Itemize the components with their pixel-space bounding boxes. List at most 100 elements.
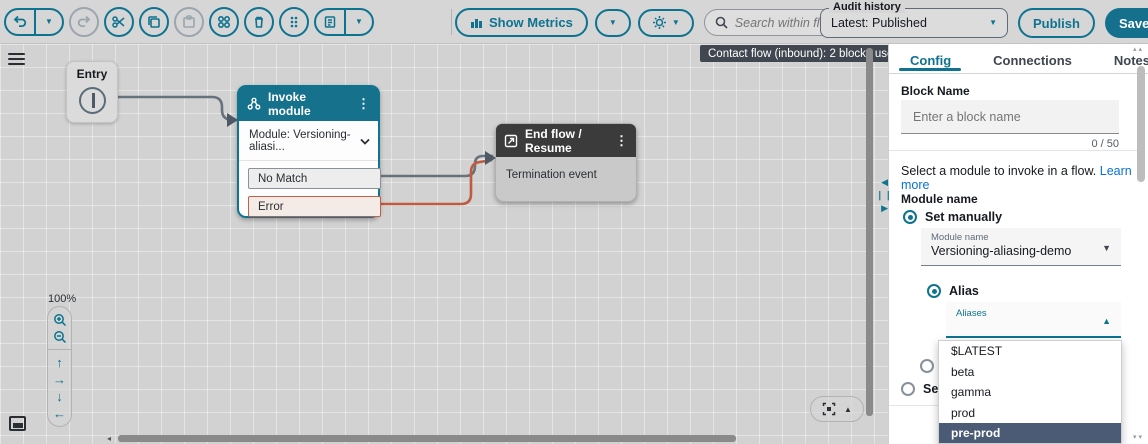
arrow-right-icon: → xyxy=(53,372,66,387)
audit-history-dropdown[interactable]: Audit history Latest: Published ▼ xyxy=(820,1,1008,38)
alias-option-latest[interactable]: $LATEST xyxy=(951,344,1003,359)
pan-right-button[interactable]: → xyxy=(49,372,70,387)
chevron-down-icon: ▼ xyxy=(355,17,363,26)
module-name-select[interactable]: Module name Versioning-aliasing-demo ▼ xyxy=(921,228,1121,266)
save-split-button: Save ▼ xyxy=(1104,8,1148,38)
branch-no-match[interactable]: No Match xyxy=(248,168,381,189)
invoke-module-block[interactable]: Invoke module ⋮ Module: Versioning-alias… xyxy=(237,85,381,218)
paste-button[interactable] xyxy=(174,7,204,37)
set-dynamically-label: Set xyxy=(923,382,943,396)
blocks-menu-button[interactable] xyxy=(8,50,25,68)
chevron-down-icon xyxy=(360,138,370,145)
pan-left-button[interactable]: ← xyxy=(49,406,70,421)
zoom-out-button[interactable] xyxy=(49,329,70,344)
alias-dropdown-list: $LATEST beta gamma prod pre-prod xyxy=(938,340,1122,444)
tab-notes[interactable]: Notes xyxy=(1113,53,1148,68)
tab-connections[interactable]: Connections xyxy=(993,53,1072,68)
save-button[interactable]: Save xyxy=(1105,8,1148,38)
end-flow-input-connector[interactable] xyxy=(485,151,496,165)
aliases-label: Aliases xyxy=(956,308,987,319)
entry-block-title: Entry xyxy=(76,67,108,81)
set-dynamically-option: Set xyxy=(901,382,942,396)
panel-tabs: Config Connections Notes xyxy=(889,51,1148,70)
notes-button[interactable] xyxy=(316,10,344,34)
pan-up-button[interactable]: ↑ xyxy=(49,355,70,370)
kebab-menu-icon[interactable]: ⋮ xyxy=(357,96,370,111)
panel-toggle-button[interactable] xyxy=(9,416,26,431)
scissors-icon xyxy=(112,15,126,29)
publish-button[interactable]: Publish xyxy=(1018,8,1095,38)
module-icon xyxy=(247,97,261,111)
alias-option-prod[interactable]: prod xyxy=(951,405,976,420)
paste-icon xyxy=(182,15,196,29)
block-name-input[interactable] xyxy=(901,100,1119,134)
invoke-module-header: Invoke module ⋮ xyxy=(239,87,378,121)
arrow-left-icon: ← xyxy=(53,406,66,421)
minimap-toggle[interactable]: ▲ xyxy=(810,396,864,422)
cut-button[interactable] xyxy=(104,7,134,37)
panel-scrollbar[interactable] xyxy=(1137,66,1145,182)
drag-blocks-button[interactable] xyxy=(279,7,309,37)
module-selector-row[interactable]: Module: Versioning-aliasi... xyxy=(239,121,378,161)
flow-canvas[interactable]: Contact flow (inbound): 2 blocks used En… xyxy=(0,44,888,444)
branch-error[interactable]: Error xyxy=(248,196,381,217)
module-selector-label: Module: Versioning-aliasi... xyxy=(249,129,351,153)
canvas-horizontal-scrollbar[interactable] xyxy=(118,435,736,442)
redo-button[interactable] xyxy=(69,7,99,37)
learn-more-link[interactable]: Learn more xyxy=(901,164,1132,192)
branch-label: Error xyxy=(258,200,284,213)
alias-radio[interactable] xyxy=(927,284,941,298)
chevron-down-icon: ▼ xyxy=(45,17,53,26)
hidden-radio[interactable] xyxy=(920,359,934,373)
alias-option-gamma[interactable]: gamma xyxy=(951,385,992,400)
group-blocks-icon xyxy=(217,15,231,29)
pan-down-button[interactable]: ↓ xyxy=(49,389,70,404)
alias-option-pre-prod[interactable]: pre-prod xyxy=(939,423,1121,443)
notes-menu-button[interactable]: ▼ xyxy=(344,10,372,34)
settings-menu-button[interactable]: ▼ xyxy=(637,8,694,37)
invoke-input-connector[interactable] xyxy=(227,113,238,127)
alias-option-beta[interactable]: beta xyxy=(951,364,975,379)
arrow-down-icon: ↓ xyxy=(56,389,63,404)
divider xyxy=(48,349,71,350)
canvas-vertical-scrollbar[interactable] xyxy=(866,48,873,416)
set-dynamically-radio[interactable] xyxy=(901,382,915,396)
end-flow-icon xyxy=(504,134,518,148)
char-counter: 0 / 50 xyxy=(1091,138,1119,150)
kebab-menu-icon[interactable]: ⋮ xyxy=(615,132,628,148)
expand-right-icon[interactable]: ▶ xyxy=(881,203,888,213)
set-manually-radio[interactable] xyxy=(903,210,917,224)
collapse-left-icon[interactable]: ◀ xyxy=(881,177,888,187)
zoom-in-button[interactable] xyxy=(49,312,70,327)
copy-button[interactable] xyxy=(139,7,169,37)
drag-dots-icon xyxy=(287,15,301,29)
end-flow-title: End flow / Resume xyxy=(525,126,582,155)
undo-split-button: ▼ xyxy=(4,8,64,36)
config-panel: Config Connections Notes ▴▴ Block Name 0… xyxy=(888,44,1148,444)
delete-button[interactable] xyxy=(244,7,274,37)
bar-chart-icon xyxy=(470,16,483,29)
entry-block[interactable]: Entry xyxy=(66,61,118,123)
metrics-menu-button[interactable]: ▼ xyxy=(594,8,631,37)
group-blocks-button[interactable] xyxy=(209,7,239,37)
branch-label: No Match xyxy=(258,172,308,185)
resize-handle-icon[interactable]: ❘❘ xyxy=(876,190,894,200)
undo-icon xyxy=(13,15,27,29)
zoom-in-icon xyxy=(53,313,67,327)
aliases-select[interactable]: Aliases ▲ xyxy=(946,302,1121,338)
save-label: Save xyxy=(1118,15,1148,31)
canvas-nav-controls: ↑ → ↓ ← xyxy=(47,306,72,427)
end-flow-block[interactable]: End flow / Resume ⋮ Termination event xyxy=(495,123,637,202)
undo-button[interactable] xyxy=(6,10,34,34)
undo-menu-button[interactable]: ▼ xyxy=(34,10,62,34)
tab-config[interactable]: Config xyxy=(910,53,952,68)
module-select-label: Module name xyxy=(931,232,989,243)
divider xyxy=(889,405,938,406)
show-metrics-button[interactable]: Show Metrics xyxy=(455,8,588,37)
minimap-icon xyxy=(822,402,836,416)
chevron-down-icon: ▼ xyxy=(671,17,680,27)
show-metrics-label: Show Metrics xyxy=(489,15,573,30)
arrow-up-icon: ↑ xyxy=(56,355,63,370)
redo-icon xyxy=(77,15,91,29)
